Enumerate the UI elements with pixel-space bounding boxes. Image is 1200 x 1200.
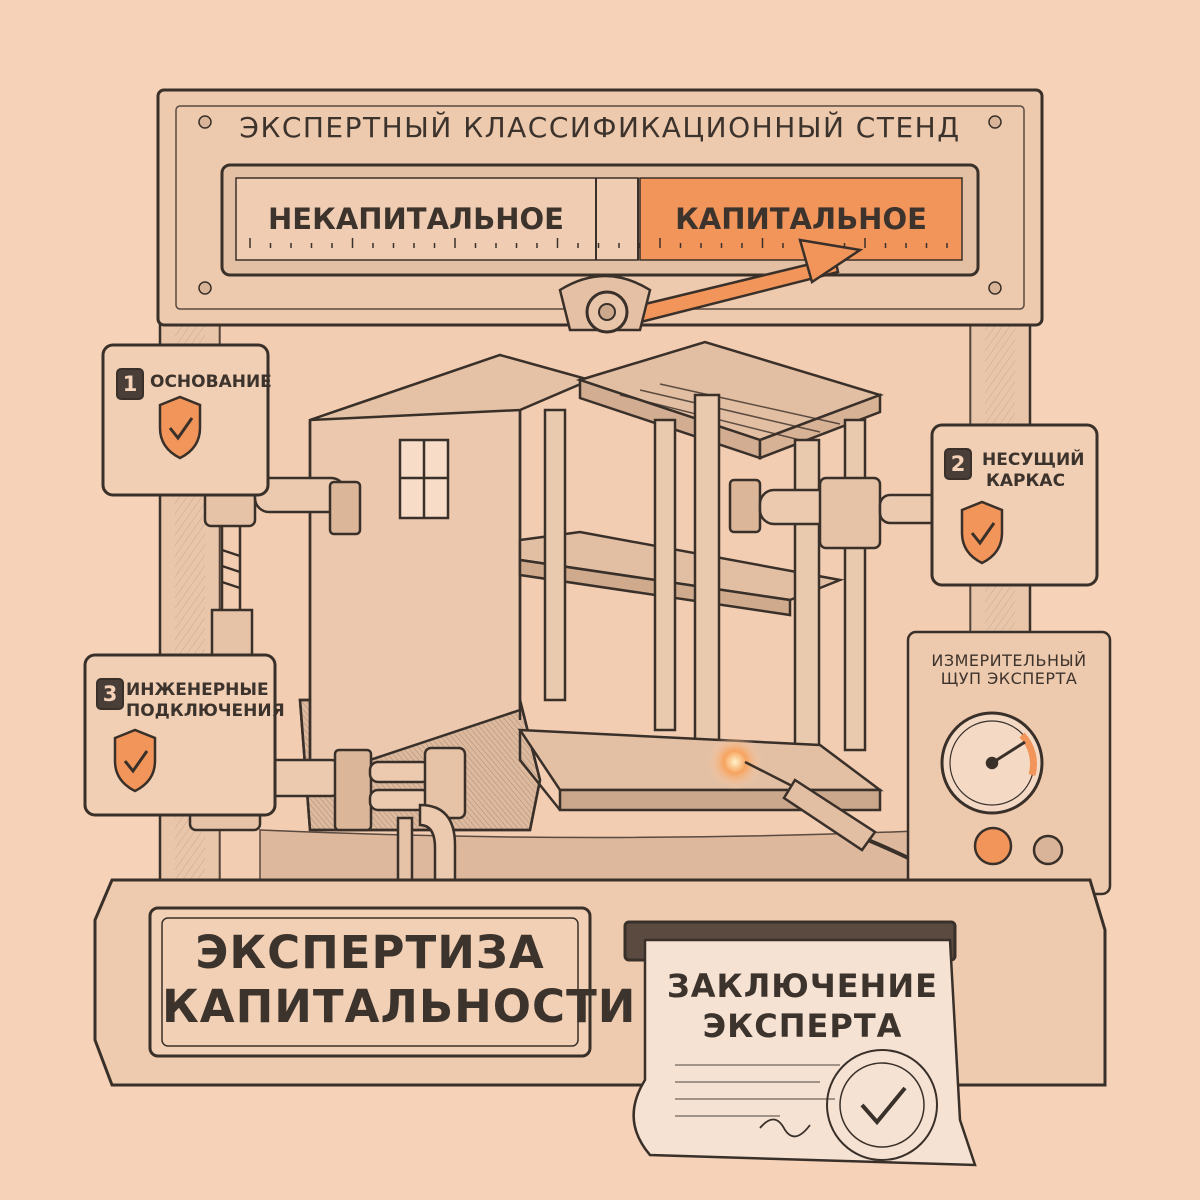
shield-check-icon bbox=[160, 397, 200, 458]
probe-contact-glow bbox=[707, 734, 763, 790]
classification-scale bbox=[220, 163, 980, 277]
approval-stamp-icon bbox=[827, 1050, 937, 1160]
building-model bbox=[298, 340, 884, 832]
report-paper bbox=[632, 938, 977, 1167]
probe-button[interactable] bbox=[975, 828, 1011, 864]
report-title: Заключение эксперта bbox=[667, 967, 938, 1045]
base-title: Экспертиза капитальности bbox=[162, 926, 637, 1033]
criterion-2-label: Несущий каркас bbox=[982, 450, 1085, 492]
scale-needle bbox=[558, 238, 864, 334]
frame-clamp bbox=[728, 476, 942, 550]
shield-check-icon bbox=[962, 502, 1002, 563]
scale-label-capital: Капитальное bbox=[675, 202, 927, 236]
criterion-3-number: 3 bbox=[96, 678, 124, 710]
scale-label-non-capital: Некапитальное bbox=[268, 202, 564, 236]
gauge-icon bbox=[942, 713, 1042, 813]
criterion-2-number: 2 bbox=[944, 448, 972, 480]
shield-check-icon bbox=[115, 730, 155, 791]
criterion-card-2 bbox=[930, 423, 1099, 587]
stand-title: Экспертный классификационный стенд bbox=[239, 111, 961, 144]
ground bbox=[259, 829, 941, 881]
criterion-card-1 bbox=[101, 343, 270, 497]
criterion-1-label: Основание bbox=[150, 372, 272, 392]
criterion-3-label: Инженерные подключения bbox=[126, 680, 285, 722]
criterion-card-3 bbox=[83, 653, 277, 817]
probe-label: Измерительный щуп эксперта bbox=[931, 651, 1087, 689]
criterion-1-number: 1 bbox=[116, 368, 144, 400]
